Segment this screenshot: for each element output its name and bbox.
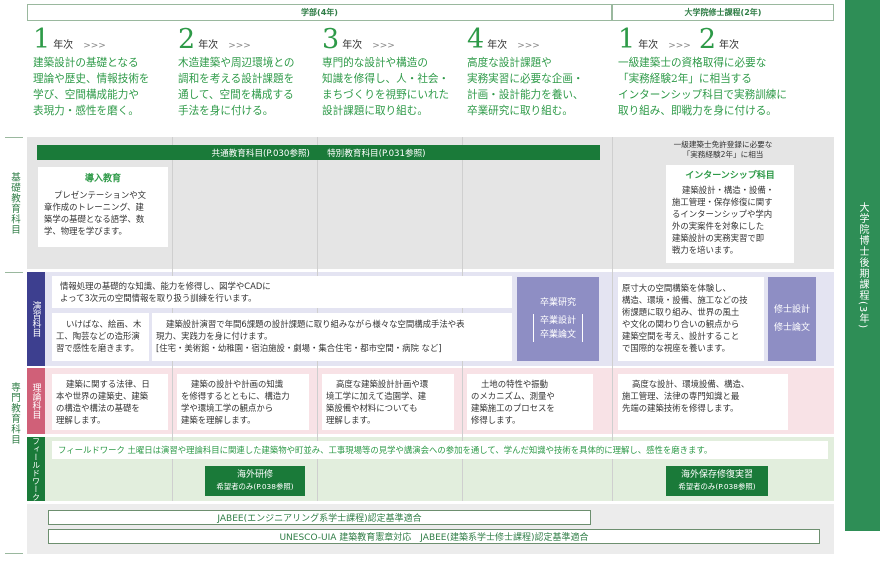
fieldwork-box: フィールドワーク 土曜日は演習や理論科目に関連した建築物や町並み、工事現場等の見…	[52, 441, 828, 459]
year-num: 1	[33, 24, 51, 55]
jabee-bar: JABEE(エンジニアリング系学士課程)認定基準適合	[48, 510, 591, 525]
master-desc: 一級建築士の資格取得に必要な「実務経験2年」に相当するインターンシップ科目で実務…	[618, 57, 787, 117]
basic-label: 基礎教育科目	[5, 137, 23, 269]
exercise-tag: 演習科目	[27, 272, 45, 366]
theory-box-2: 建築の設計や計画の知識 を修得するとともに、構造力 学や環境工学の観点から 建築…	[177, 374, 309, 430]
doctor-label: 大学院博士後期課程(3年)	[857, 201, 868, 330]
arts-box: いけばな、絵画、木 工、陶芸などの造形演 習で感性を磨きます。	[52, 313, 149, 361]
year-desc: 専門的な設計や構造の知識を修得し、人・社会・まちづくりを視野にいれた設計課題に取…	[322, 57, 450, 117]
overseas-restoration-box: 海外保存修復実習 希望者のみ(P.038参照)	[666, 466, 768, 496]
theory-box-3: 高度な建築設計計画や環 境工学に加えて造園学、建 築設備や材料についても 理解し…	[322, 374, 454, 430]
year-num: 2	[178, 24, 196, 55]
overseas-training-box: 海外研修 希望者のみ(P.038参照)	[205, 466, 305, 496]
master-exercise-box: 原寸大の空間構築を体験し、 構造、環境・設備、施工などの技 術課題に取り組み、世…	[618, 277, 764, 361]
design-exercise-box: 建築設計演習で年間6課題の設計課題に取り組みながら様々な空間構成手法や表 現力、…	[152, 313, 512, 361]
theory-box-1: 建築に関する法律、日 本や世界の建築史、建築 の構造や構法の基礎を 理解します。	[52, 374, 168, 430]
internship-box: インターンシップ科目 建築設計・構造・設備・ 施工管理・保存修復に関す るインタ…	[666, 165, 794, 263]
intro-education-box: 導入教育 プレゼンテーションや文 章作成のトレーニング、建 築学の基礎となる語学…	[38, 167, 168, 247]
graduation-research-box: 卒業研究 卒業設計 卒業論文	[517, 277, 599, 361]
year-num: 3	[322, 24, 340, 55]
year-num: 4	[467, 24, 485, 55]
fieldwork-tag: フィールドワーク	[27, 437, 45, 501]
year-desc: 木造建築や周辺環境との調和を考える設計課題を通して、空間を構成する手法を身に付け…	[178, 57, 295, 117]
master-design-box: 修士設計 修士論文	[768, 277, 816, 361]
theory-tag: 理論科目	[27, 368, 45, 434]
unesco-bar: UNESCO-UIA 建築教育憲章対応 JABEE(建築系学士修士課程)認定基準…	[48, 529, 820, 544]
year-desc: 高度な設計課題や実務実習に必要な企画・計画・設計能力を養い、卒業研究に取り組む。	[467, 57, 584, 117]
doctor-column: 大学院博士後期課程(3年)	[845, 0, 880, 531]
master-header: 大学院修士課程(2年)	[612, 4, 834, 21]
specialized-label: 専門教育科目	[5, 272, 23, 554]
common-education-bar: 共通教育科目(P.030参照) 特別教育科目(P.031参照)	[37, 145, 600, 160]
theory-box-4: 土地の特性や振動 のメカニズム、測量や 建築施工のプロセスを 修得します。	[467, 374, 593, 430]
license-note: 一級建築士免許登録に必要な 「実務経験2年」に相当	[673, 140, 773, 159]
theory-box-master: 高度な設計、環境設備、構造、 施工管理、法律の専門知識と最 先端の建築技術を修得…	[618, 374, 788, 430]
undergrad-header: 学部(4年)	[27, 4, 612, 21]
year-desc: 建築設計の基礎となる理論や歴史、情報技術を学び、空間構成能力や表現力・感性を磨く…	[33, 57, 150, 117]
info-processing-box: 情報処理の基礎的な知識、能力を修得し、図学やCADに よって3次元の空間情報を取…	[52, 276, 512, 308]
